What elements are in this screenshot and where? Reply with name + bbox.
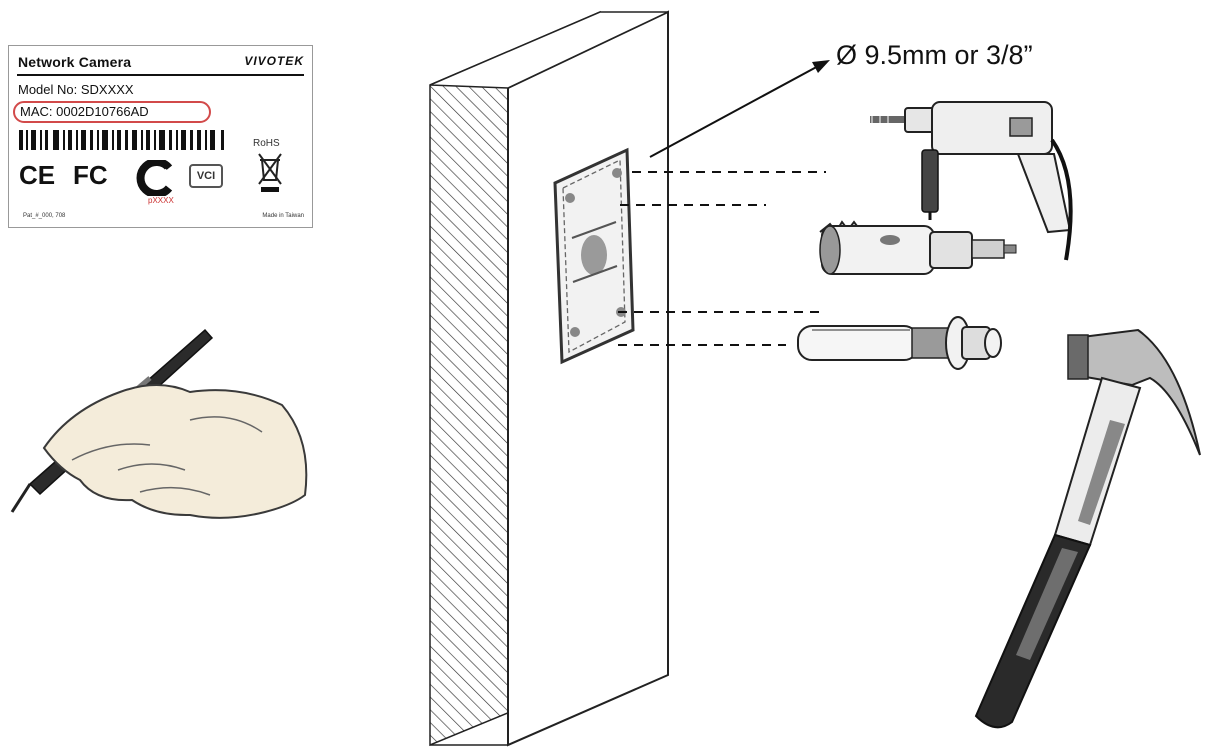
guide-lines	[618, 171, 826, 346]
wall-icon	[429, 10, 669, 747]
power-drill-icon	[870, 101, 1073, 261]
anchor-bolt-icon	[797, 316, 1002, 370]
patent-number: Pat_#_000, 708	[23, 213, 66, 219]
label-title: Network Camera	[18, 54, 132, 70]
model-number: Model No: SDXXXX	[18, 82, 134, 97]
ce-mark: CE	[19, 160, 56, 190]
dimension-arrow	[649, 60, 830, 158]
fcc-mark: FC	[73, 160, 108, 190]
label-divider	[17, 74, 304, 76]
hole-saw-bit-icon	[819, 220, 1017, 275]
mark-code: pXXXX	[148, 196, 174, 205]
barcode-icon	[19, 130, 224, 150]
mounting-plate-icon	[553, 147, 635, 365]
weee-bin-icon	[258, 153, 282, 192]
rohs-mark: RoHS	[253, 138, 280, 149]
c-tick-mark-icon	[136, 160, 173, 196]
hand-pen-icon	[10, 328, 308, 519]
drill-size-label: Ø 9.5mm or 3/8”	[836, 40, 1033, 70]
brand-logo: VIVOTEK	[244, 54, 304, 68]
vcci-mark: VCI	[189, 164, 223, 188]
mac-highlight	[13, 101, 211, 123]
product-label: Network Camera VIVOTEK Model No: SDXXXX …	[8, 45, 313, 228]
made-in: Made in Taiwan	[262, 213, 304, 219]
mac-address: MAC: 0002D10766AD	[20, 104, 149, 119]
claw-hammer-icon	[974, 328, 1201, 729]
